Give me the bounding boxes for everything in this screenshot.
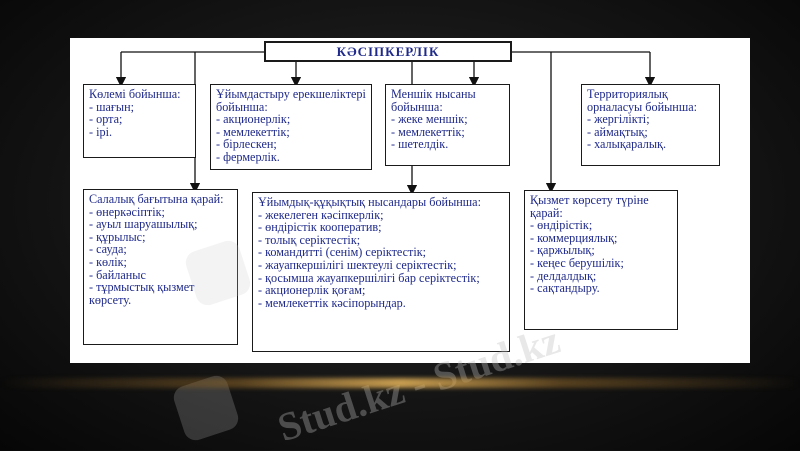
list-item: мемлекеттік кәсіпорындар. (258, 297, 504, 310)
list-item: тұрмыстық қызмет көрсету. (89, 281, 232, 306)
list-item: жеке меншік; (391, 113, 504, 126)
list-item: қаржылық; (530, 244, 672, 257)
list-item: акционерлік; (216, 113, 366, 126)
box-title: Салалық бағытына қарай: (89, 192, 224, 206)
box-ownership: Меншік нысаны бойынша: жеке меншік; мемл… (385, 84, 510, 166)
list-item: өндірістік; (530, 219, 672, 232)
list-item: сақтандыру. (530, 282, 672, 295)
box-volume: Көлемі бойынша: шағын; орта; ірі. (83, 84, 196, 158)
list-item: шағын; (89, 100, 190, 114)
list-item: толық серіктестік; (258, 234, 504, 247)
list-item: жекелеген кәсіпкерлік; (258, 208, 504, 222)
list-item: өнеркәсіптік; (89, 205, 232, 219)
list-item: ауыл шаруашылық; (89, 218, 232, 231)
box-title: Ұйымдық-құқықтық нысандары бойынша: (258, 195, 481, 209)
box-sector: Салалық бағытына қарай: өнеркәсіптік; ау… (83, 189, 238, 345)
list-item: құрылыс; (89, 231, 232, 244)
list-item: байланыс (89, 268, 232, 282)
list-item: командитті (сенім) серіктестік; (258, 246, 504, 259)
box-title: Меншік нысаны бойынша: (391, 87, 476, 114)
list-item: фермерлік. (216, 151, 366, 164)
box-territory: Территориялық орналасуы бойынша: жергілі… (581, 84, 720, 166)
list-item: көлік; (89, 256, 232, 269)
list-item: өндірістік кооператив; (258, 221, 504, 234)
box-org-features: Ұйымдастыру ерекшеліктері бойынша: акцио… (210, 84, 372, 170)
list-item: бірлескен; (216, 138, 366, 151)
list-item: мемлекеттік; (216, 126, 366, 139)
box-title: Көлемі бойынша: (89, 87, 181, 101)
slide-accent-bar (0, 378, 800, 388)
list-item: жауапкершілігі шектеулі серіктестік; (258, 259, 504, 272)
list-item: ірі. (89, 126, 190, 139)
box-service-type: Қызмет көрсету түріне қарай: өндірістік;… (524, 190, 678, 330)
list-item: делдалдық; (530, 269, 672, 283)
list-item: халықаралық. (587, 138, 714, 151)
list-item: коммерциялық; (530, 232, 672, 245)
box-legal-forms: Ұйымдық-құқықтық нысандары бойынша: жеке… (252, 192, 510, 352)
box-title: Қызмет көрсету түріне қарай: (530, 193, 649, 220)
list-item: акционерлік қоғам; (258, 284, 504, 297)
list-item: жергілікті; (587, 113, 714, 126)
list-item: шетелдік. (391, 138, 504, 151)
box-title: Территориялық орналасуы бойынша: (587, 87, 698, 114)
list-item: сауда; (89, 243, 232, 256)
list-item: орта; (89, 113, 190, 126)
list-item: кеңес берушілік; (530, 257, 672, 270)
list-item: аймақтық; (587, 126, 714, 139)
box-title: Ұйымдастыру ерекшеліктері бойынша: (216, 87, 366, 114)
list-item: қосымша жауапкершілігі бар серіктестік; (258, 271, 504, 285)
list-item: мемлекеттік; (391, 126, 504, 139)
diagram-title: КӘСІПКЕРЛІК (264, 41, 512, 62)
